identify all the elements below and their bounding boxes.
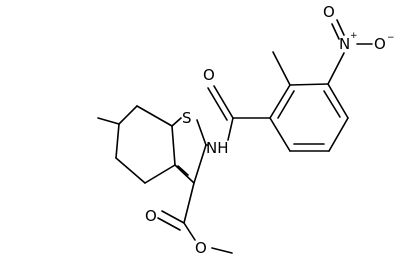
- bond-b1-b2-inner: [277, 90, 295, 119]
- bond-c2-c3: [193, 144, 207, 184]
- bond-c3-c3a-outer: [174, 164, 195, 184]
- bond-c7a-s: [171, 117, 182, 127]
- bond-b4-b5: [328, 117, 349, 152]
- bond-ester-o-single: [183, 222, 196, 241]
- bond-ester-o-b: [157, 217, 181, 231]
- charge-plus: +: [350, 31, 358, 41]
- bond-c6-methyl: [97, 117, 120, 125]
- bond-carbonyl-o-a: [213, 85, 234, 119]
- bond-b2-b3: [289, 83, 329, 86]
- bond-b3-n: [327, 52, 345, 85]
- bonds: [97, 19, 373, 254]
- bond-c7-c6: [118, 105, 138, 125]
- bond-b1-b2: [269, 84, 291, 119]
- bond-b6-b1: [269, 117, 291, 152]
- bond-c6-c5: [115, 123, 120, 159]
- atom-o-ester-methoxy: O: [195, 239, 207, 257]
- bond-ester-o-a: [161, 210, 185, 224]
- atom-o-nitro-right: O: [374, 35, 386, 53]
- bond-c4-c3a: [144, 164, 176, 184]
- bond-c3-c3a-inner: [177, 165, 189, 176]
- bond-nh-carbonyl: [227, 117, 234, 141]
- bond-c3a-c7a: [171, 125, 176, 166]
- bond-b3-b4-inner: [323, 90, 341, 118]
- bond-c7a-c7: [136, 105, 173, 127]
- bond-s-c2: [196, 119, 207, 146]
- bond-carbonyl-o-b: [207, 87, 228, 121]
- bond-c5-c4: [115, 157, 146, 184]
- bond-c3-ester: [183, 182, 195, 224]
- bond-b2-methyl: [272, 51, 291, 86]
- charge-minus: −: [387, 33, 395, 43]
- atom-labels: S O NH N + O O − O O: [145, 3, 395, 257]
- bond-n-o-left-2: [331, 23, 340, 40]
- atom-o-ester-carbonyl: O: [145, 207, 157, 225]
- atom-nh-amide: NH: [206, 139, 229, 157]
- atom-n-nitro: N: [339, 35, 350, 53]
- bond-b3-b4: [327, 83, 349, 119]
- atom-s: S: [182, 109, 192, 127]
- bond-n-o-left: [336, 19, 345, 36]
- atom-o-amide: O: [203, 66, 215, 84]
- bond-o-methyl: [211, 247, 233, 254]
- atom-o-nitro-left: O: [323, 3, 335, 21]
